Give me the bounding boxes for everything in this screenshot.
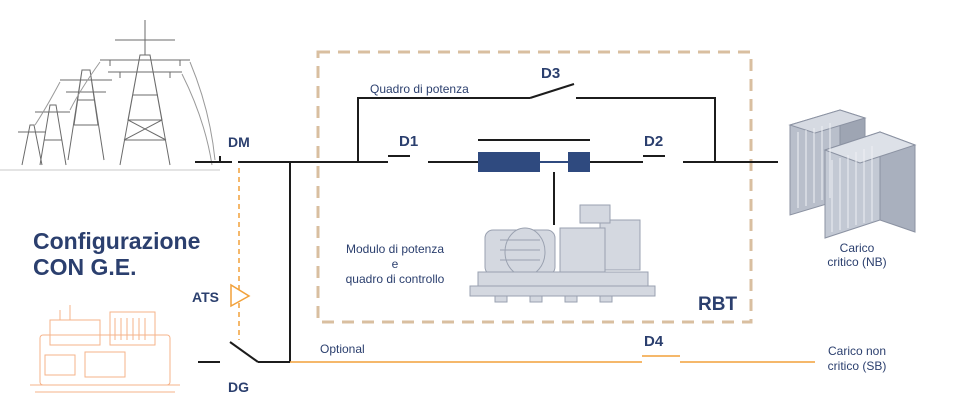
diesel-generator-icon [30, 305, 180, 393]
carico-critico-label-1: Carico [840, 241, 875, 255]
title-line-1: Configurazione [33, 228, 201, 254]
modulo-label-2: e [392, 257, 399, 271]
quadro-potenza-label: Quadro di potenza [370, 82, 469, 96]
carico-non-critico-label-2: critico (SB) [828, 359, 887, 373]
rbt-label: RBT [698, 294, 737, 315]
carico-critico-label-2: critico (NB) [827, 255, 886, 269]
generator-module-icon [469, 204, 656, 303]
power-module-block [478, 152, 540, 172]
control-panel-block [568, 152, 590, 172]
ats-label: ATS [192, 289, 219, 305]
server-rack-icon [788, 109, 917, 239]
wiring [195, 83, 778, 363]
d2-label: D2 [644, 133, 663, 150]
ats-icon [230, 283, 251, 308]
rbt-boundary [316, 50, 753, 324]
modulo-label-3: quadro di controllo [346, 272, 445, 286]
title-line-2: CON G.E. [33, 254, 137, 280]
optional-line [290, 355, 815, 363]
optional-label: Optional [320, 342, 365, 356]
dm-label: DM [228, 134, 250, 150]
dg-label: DG [228, 379, 249, 395]
d4-label: D4 [644, 333, 664, 350]
carico-non-critico-label-1: Carico non [828, 344, 886, 358]
diagram-title: Configurazione CON G.E. [33, 228, 200, 280]
d1-label: D1 [399, 133, 418, 150]
modulo-label-1: Modulo di potenza [346, 242, 444, 256]
power-pylon-icon [0, 20, 220, 171]
d3-label: D3 [541, 65, 560, 82]
